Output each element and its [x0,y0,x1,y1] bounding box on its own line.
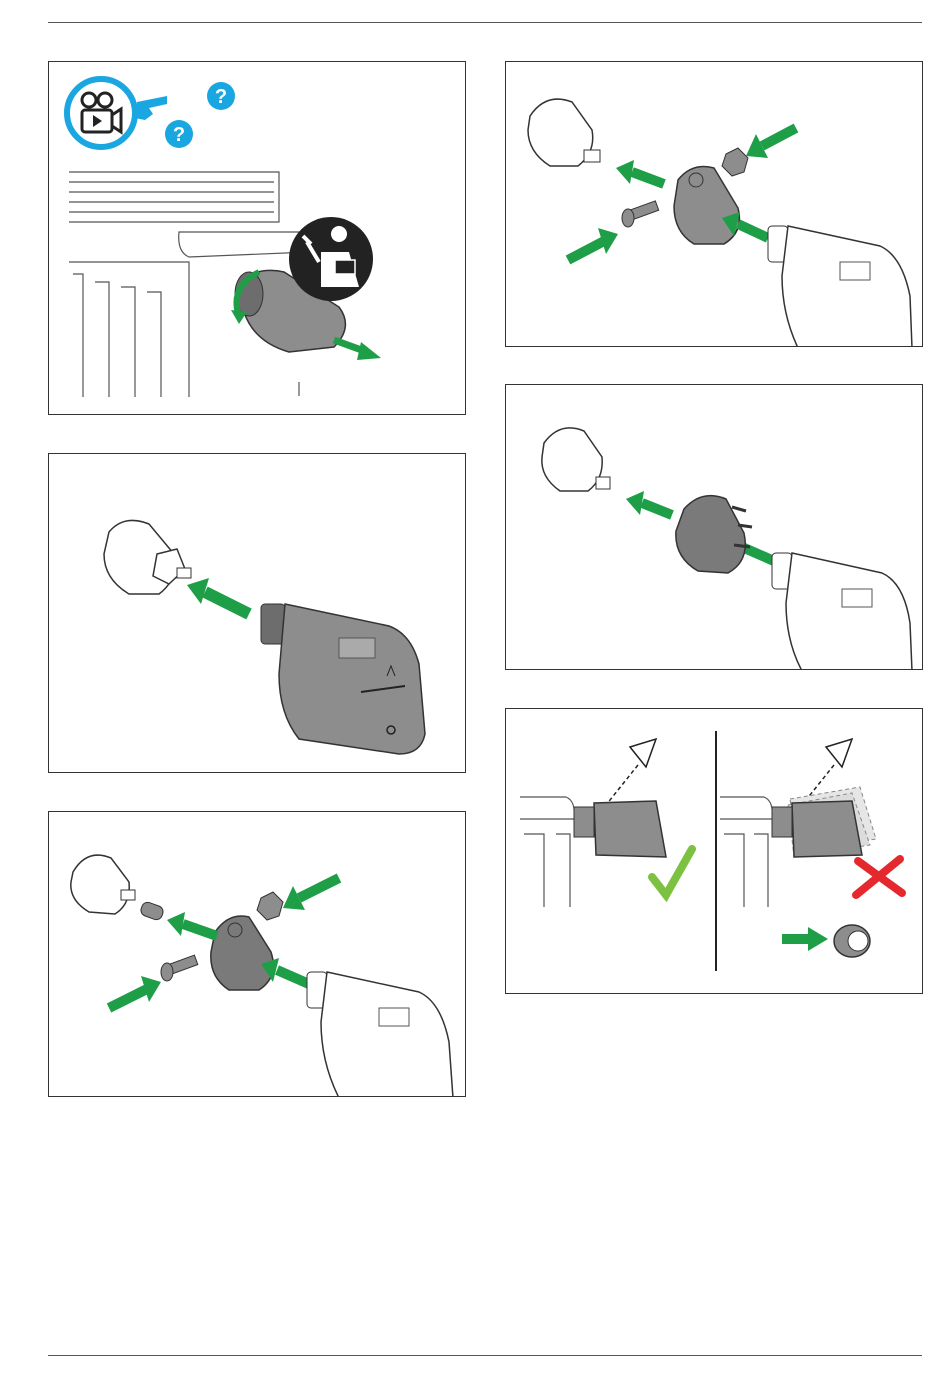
radiator-icon [520,797,574,907]
pin-icon [139,901,164,922]
smart-thermostat-icon [307,972,453,1097]
smart-thermostat-icon [772,787,876,857]
step-check-alignment [505,708,923,994]
question-mark-text-2: ? [173,124,185,146]
screw-icon [161,955,198,981]
adapter-icon [211,916,273,990]
valve-icon [71,855,135,914]
step-attach-adapter-clip [505,384,923,670]
eye-icon [630,739,656,767]
valve-icon [542,428,610,491]
cross-icon [856,859,902,895]
screw-icon [622,201,659,227]
pointing-hand-icon [135,96,167,120]
clip-adapter-icon [676,496,752,573]
valve-icon [528,99,600,166]
question-mark-icon[interactable]: ? [207,82,235,110]
question-mark-icon[interactable]: ? [165,120,193,148]
smart-thermostat-icon [772,553,912,670]
push-arrow-icon [782,927,828,951]
question-mark-text-1: ? [215,86,227,108]
push-arrow-icon [187,578,249,614]
adapter-icon [674,167,739,245]
smart-thermostat-icon [574,801,666,857]
top-rule [48,22,922,23]
spacer-ring-icon [834,925,870,957]
bottom-rule [48,1355,922,1356]
step-remove-old-thermostat: ? ? [48,61,466,415]
radiator-icon [720,797,772,907]
nut-icon [722,148,748,176]
step-attach-adapter-screw [505,61,923,347]
valve-icon [104,520,191,594]
smart-thermostat-icon [261,604,425,754]
smart-thermostat-icon [768,226,912,347]
service-technician-icon [289,217,373,301]
step-attach-direct [48,453,466,773]
nut-icon [257,892,283,920]
video-camera-icon[interactable] [67,79,135,147]
eye-icon [826,739,852,767]
step-attach-adapter-pin-screw [48,811,466,1097]
